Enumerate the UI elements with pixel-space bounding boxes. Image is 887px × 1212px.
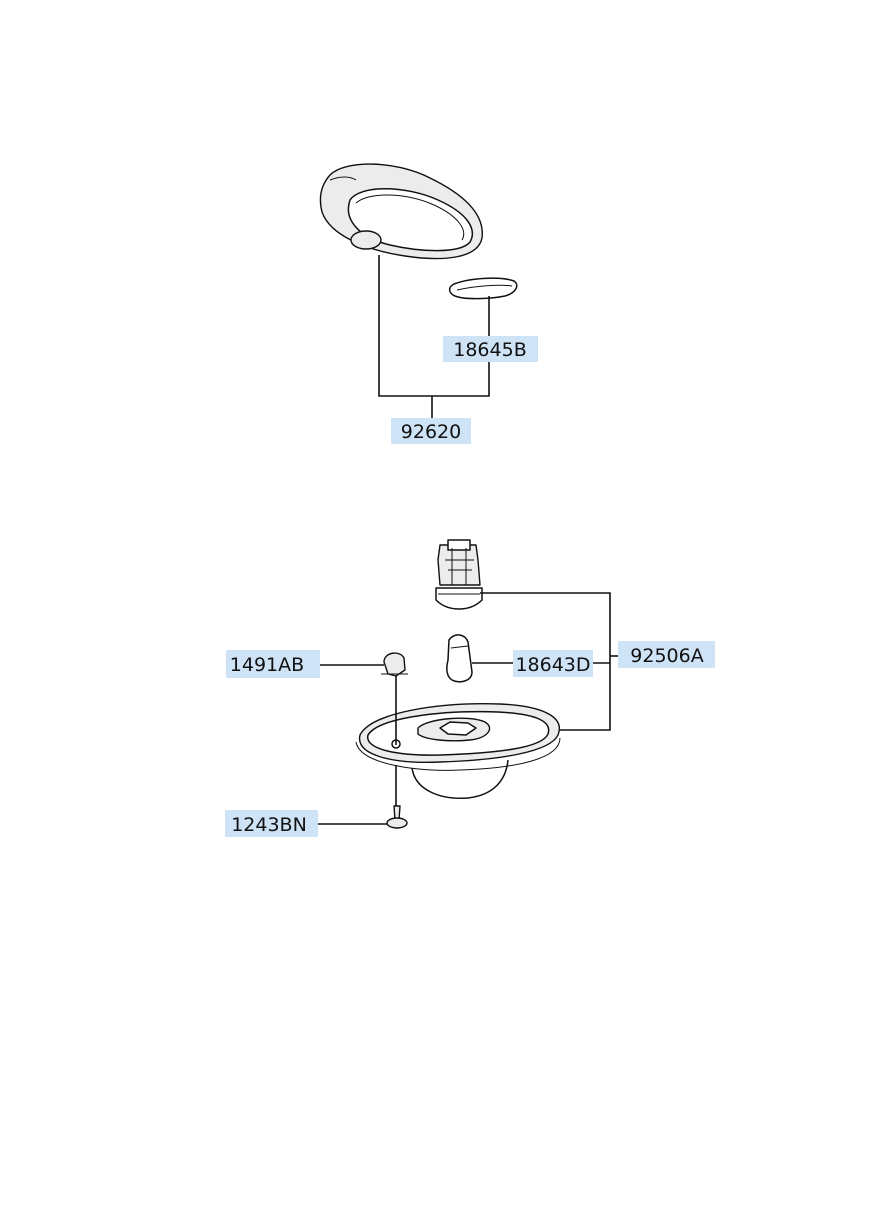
svg-text:1491AB: 1491AB: [230, 654, 304, 676]
room-lamp-housing: [319, 163, 483, 260]
license-lamp-bulb: [446, 634, 473, 683]
leader-bracket-top: [378, 255, 490, 397]
screw: [386, 805, 408, 829]
svg-text:1243BN: 1243BN: [231, 814, 307, 836]
svg-text:18645B: 18645B: [453, 339, 526, 361]
label-18643D[interactable]: 18643D: [513, 650, 593, 677]
svg-text:18643D: 18643D: [515, 654, 590, 676]
room-lamp-bulb: [448, 277, 518, 300]
clip: [381, 652, 408, 677]
socket-connector: [435, 539, 483, 610]
lamp-base: [355, 703, 561, 799]
leader-bracket-bottom: [480, 592, 611, 731]
label-1243BN[interactable]: 1243BN: [225, 810, 318, 837]
label-92506A[interactable]: 92506A: [618, 641, 715, 668]
label-92620[interactable]: 92620: [391, 418, 471, 444]
svg-text:92506A: 92506A: [630, 645, 703, 667]
label-18645B[interactable]: 18645B: [443, 336, 538, 362]
svg-text:92620: 92620: [401, 421, 461, 443]
label-1491AB[interactable]: 1491AB: [226, 650, 320, 678]
